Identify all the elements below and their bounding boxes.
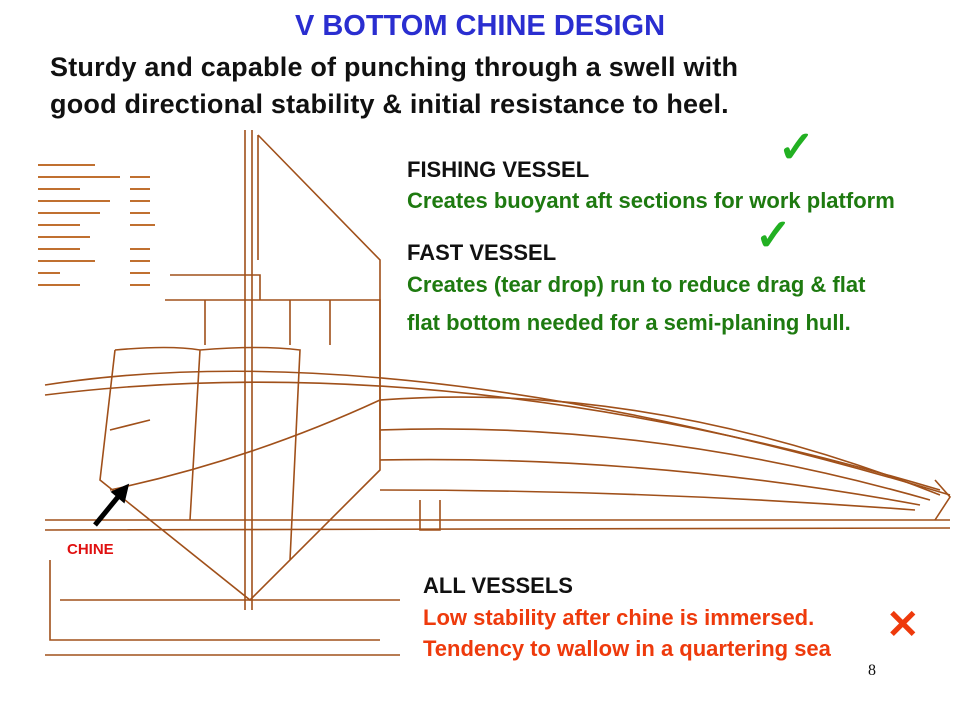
check-icon: ✓ <box>755 211 792 260</box>
all-vessels-text-2: Tendency to wallow in a quartering sea <box>423 636 831 661</box>
specification-table <box>38 164 155 286</box>
fast-vessel-text-2: flat bottom needed for a semi-planing hu… <box>407 310 851 335</box>
fast-vessel-heading: FAST VESSEL <box>407 240 557 265</box>
deckhouse <box>165 274 381 350</box>
all-vessels-heading: ALL VESSELS <box>423 573 573 598</box>
fishing-vessel-text: Creates buoyant aft sections for work pl… <box>407 188 895 213</box>
all-vessels-text-1: Low stability after chine is immersed. <box>423 605 815 630</box>
check-icon: ✓ <box>778 123 815 172</box>
waterline <box>44 519 951 531</box>
chine-line <box>109 399 381 491</box>
cross-icon: ✕ <box>886 603 920 647</box>
chine-label: CHINE <box>67 541 114 558</box>
page-number: 8 <box>868 662 876 679</box>
deck-line <box>44 381 941 491</box>
chine-arrow <box>93 483 130 527</box>
fishing-vessel-heading: FISHING VESSEL <box>407 157 590 182</box>
sheer-line <box>44 370 951 496</box>
stem <box>934 479 952 521</box>
slide-title: V BOTTOM CHINE DESIGN <box>294 10 666 42</box>
subtitle-line-1: Sturdy and capable of punching through a… <box>50 52 739 82</box>
sail <box>257 134 381 440</box>
subtitle-line-2: good directional stability & initial res… <box>50 89 729 119</box>
keel <box>49 500 441 641</box>
mast <box>244 130 253 610</box>
fast-vessel-text-1: Creates (tear drop) run to reduce drag &… <box>407 272 866 297</box>
buttock-lines <box>379 396 941 511</box>
